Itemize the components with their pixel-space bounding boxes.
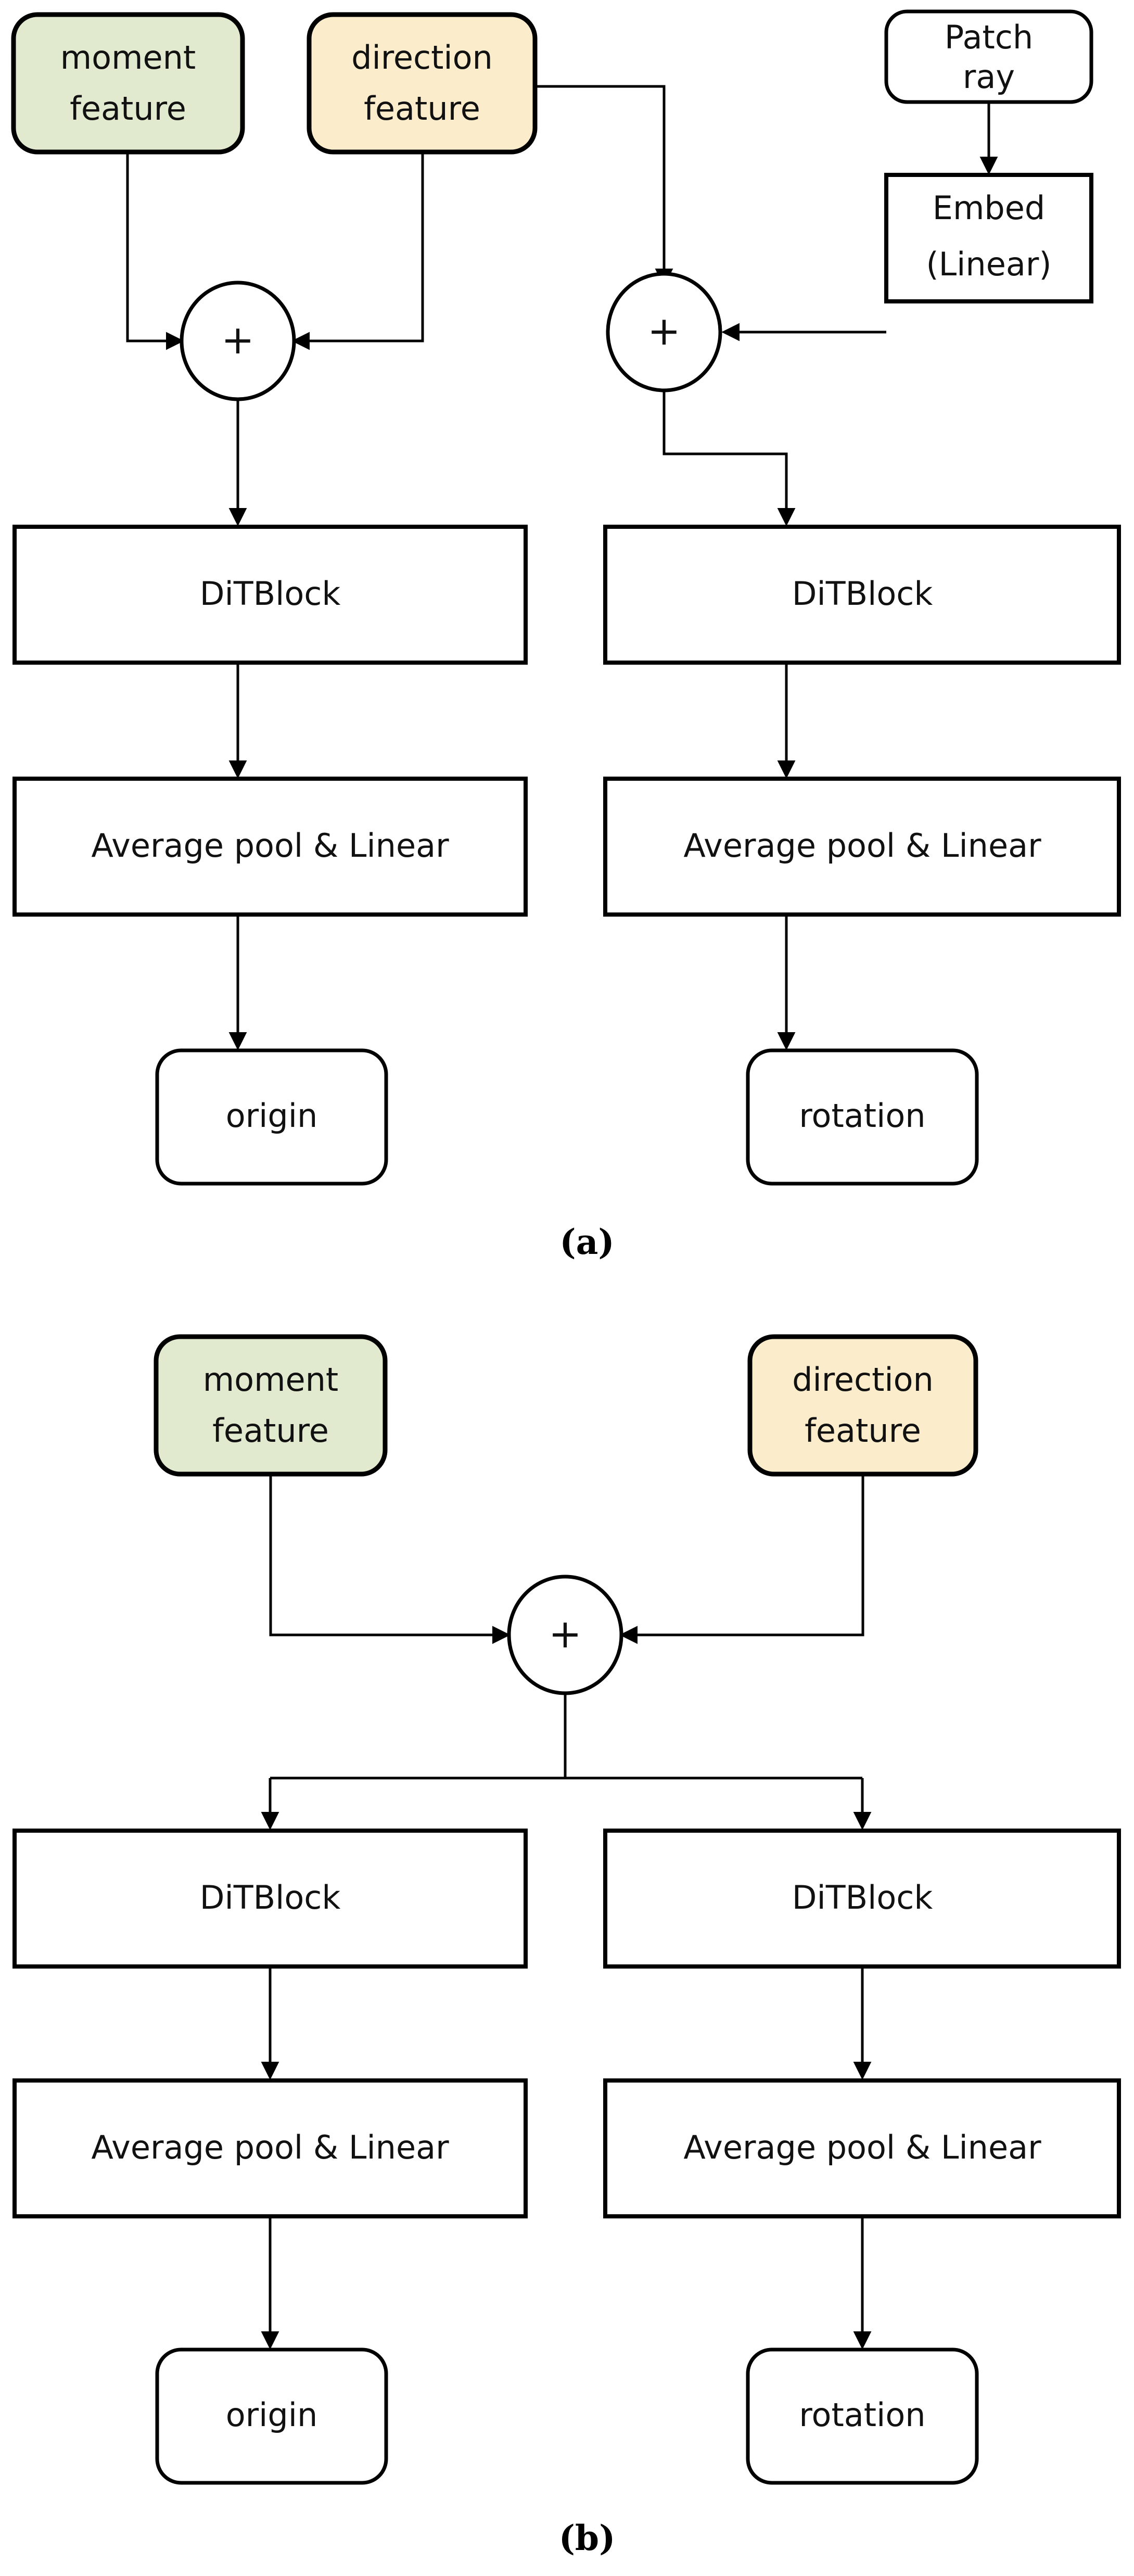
embed-linear-label-line1-a: Embed xyxy=(933,189,1045,227)
origin-label-a: origin xyxy=(226,1097,318,1135)
plus-right-circle-a[interactable] xyxy=(606,272,722,392)
node-direction-feature-b[interactable]: direction feature xyxy=(747,1334,978,1477)
moment-feature-box-a[interactable] xyxy=(11,12,245,155)
node-plus-right-a[interactable]: + xyxy=(606,272,722,392)
node-plus-b[interactable]: + xyxy=(507,1575,623,1695)
pool-right-box-b[interactable] xyxy=(603,2078,1121,2218)
ditblock-left-label-a: DiTBlock xyxy=(200,575,341,613)
moment-feature-label-line1-a: moment xyxy=(60,39,196,77)
patch-ray-label-line1-a: Patch xyxy=(945,18,1033,56)
node-embed-linear-a[interactable]: Embed (Linear) xyxy=(884,173,1093,303)
panel-b: moment feature direction feature + DiTBl… xyxy=(12,1334,1121,2558)
pool-right-label-b: Average pool & Linear xyxy=(683,2128,1041,2166)
ditblock-right-box-a[interactable] xyxy=(603,525,1121,665)
rotation-box-b[interactable] xyxy=(746,2347,979,2485)
pool-left-box-b[interactable] xyxy=(12,2078,528,2218)
panel-a: moment feature direction feature Patch r… xyxy=(11,9,1121,1262)
rotation-label-a: rotation xyxy=(799,1097,925,1135)
plus-label-b: + xyxy=(549,1610,582,1657)
node-pool-left-b[interactable]: Average pool & Linear xyxy=(12,2078,528,2218)
panel-caption-a: (a) xyxy=(559,1222,614,1262)
direction-feature-label-line1-a: direction xyxy=(351,39,493,77)
node-ditblock-left-b[interactable]: DiTBlock xyxy=(12,1829,528,1969)
direction-feature-box-a[interactable] xyxy=(307,12,538,155)
edge-direction-to-plus-left xyxy=(291,152,424,350)
ditblock-left-box-b[interactable] xyxy=(12,1829,528,1969)
origin-box-a[interactable] xyxy=(155,1048,388,1186)
node-ditblock-left-a[interactable]: DiTBlock xyxy=(12,525,528,665)
moment-feature-label-line2-a: feature xyxy=(70,90,186,128)
node-ditblock-right-a[interactable]: DiTBlock xyxy=(603,525,1121,665)
node-pool-left-a[interactable]: Average pool & Linear xyxy=(12,777,528,917)
plus-left-label-a: + xyxy=(221,316,254,363)
node-rotation-b[interactable]: rotation xyxy=(746,2347,979,2485)
panel-caption-b: (b) xyxy=(559,2518,616,2558)
edge-direction-to-plus-right xyxy=(534,85,673,287)
pool-left-label-b: Average pool & Linear xyxy=(91,2128,449,2166)
patch-ray-box-a[interactable] xyxy=(884,9,1093,104)
moment-feature-label-line2-b: feature xyxy=(212,1412,329,1450)
embed-linear-box-a[interactable] xyxy=(884,173,1093,303)
ditblock-right-box-b[interactable] xyxy=(603,1829,1121,1969)
moment-feature-label-line1-b: moment xyxy=(203,1361,338,1399)
ditblock-left-box-a[interactable] xyxy=(12,525,528,665)
edge-moment-to-plus-left xyxy=(126,152,184,350)
direction-feature-label-line1-b: direction xyxy=(792,1361,934,1399)
rotation-box-a[interactable] xyxy=(746,1048,979,1186)
node-ditblock-right-b[interactable]: DiTBlock xyxy=(603,1829,1121,1969)
ditblock-right-label-a: DiTBlock xyxy=(792,575,933,613)
node-origin-b[interactable]: origin xyxy=(155,2347,388,2485)
pool-left-label-a: Average pool & Linear xyxy=(91,827,449,865)
plus-right-label-a: + xyxy=(647,308,681,354)
pool-left-box-a[interactable] xyxy=(12,777,528,917)
patch-ray-label-line2-a: ray xyxy=(963,58,1015,96)
direction-feature-label-line2-b: feature xyxy=(805,1412,921,1450)
plus-left-circle-a[interactable] xyxy=(180,281,296,401)
origin-box-b[interactable] xyxy=(155,2347,388,2485)
pool-right-label-a: Average pool & Linear xyxy=(683,827,1041,865)
pool-right-box-a[interactable] xyxy=(603,777,1121,917)
edge-direction-to-plus-b xyxy=(619,1474,864,1644)
node-plus-left-a[interactable]: + xyxy=(180,281,296,401)
node-pool-right-b[interactable]: Average pool & Linear xyxy=(603,2078,1121,2218)
node-pool-right-a[interactable]: Average pool & Linear xyxy=(603,777,1121,917)
node-moment-feature-b[interactable]: moment feature xyxy=(154,1334,388,1477)
ditblock-right-label-b: DiTBlock xyxy=(792,1879,933,1917)
node-patch-ray-a[interactable]: Patch ray xyxy=(884,9,1093,104)
direction-feature-box-b[interactable] xyxy=(747,1334,978,1477)
rotation-label-b: rotation xyxy=(799,2396,925,2434)
node-moment-feature-a[interactable]: moment feature xyxy=(11,12,245,155)
node-direction-feature-a[interactable]: direction feature xyxy=(307,12,538,155)
embed-linear-label-line2-a: (Linear) xyxy=(926,245,1051,283)
origin-label-b: origin xyxy=(226,2396,318,2434)
node-rotation-a[interactable]: rotation xyxy=(746,1048,979,1186)
ditblock-left-label-b: DiTBlock xyxy=(200,1879,341,1917)
direction-feature-label-line2-a: feature xyxy=(364,90,480,128)
plus-circle-b[interactable] xyxy=(507,1575,623,1695)
edge-plus-right-to-ditblock-right xyxy=(662,388,796,526)
moment-feature-box-b[interactable] xyxy=(154,1334,388,1477)
edge-moment-to-plus-b xyxy=(269,1474,511,1644)
node-origin-a[interactable]: origin xyxy=(155,1048,388,1186)
